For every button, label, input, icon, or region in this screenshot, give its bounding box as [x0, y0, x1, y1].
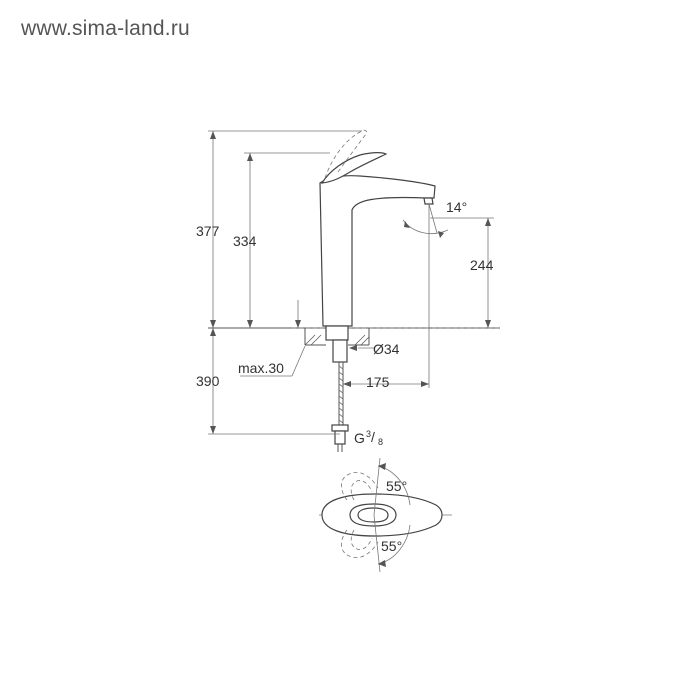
dimension-total-height: 377 390 — [196, 130, 362, 435]
dim-334-label: 334 — [233, 233, 257, 249]
dim-34-label: Ø34 — [373, 341, 400, 357]
dim-390-label: 390 — [196, 373, 220, 389]
dim-14-label: 14° — [446, 199, 467, 215]
rotation-top-label: 55° — [386, 478, 407, 494]
thread-g-label: G — [354, 430, 365, 446]
faucet-body — [319, 129, 436, 452]
rotation-bottom-label: 55° — [381, 538, 402, 554]
dim-175-label: 175 — [366, 374, 390, 390]
dim-377-label: 377 — [196, 223, 220, 239]
dim-max30-label: max.30 — [238, 360, 284, 376]
dimension-spout-angle: 14° — [402, 199, 467, 388]
dimension-spout-reach: 175 — [343, 374, 429, 390]
thread-denominator: 8 — [378, 437, 383, 447]
connection-thread-label: G 3 / 8 — [354, 429, 383, 447]
dimension-handle-height: 334 — [233, 152, 330, 328]
thread-slash: / — [371, 429, 375, 445]
dimension-spout-height: 244 — [430, 217, 494, 328]
watermark-text: www.sima-land.ru — [21, 17, 190, 40]
thread-numerator: 3 — [366, 429, 371, 439]
countertop-hatch — [304, 328, 370, 346]
dim-244-label: 244 — [470, 257, 494, 273]
dimension-max-thickness: max.30 — [238, 300, 306, 377]
handle-top-view: 55° 55° — [319, 457, 452, 573]
dimension-hole-diameter: Ø34 — [349, 341, 400, 357]
